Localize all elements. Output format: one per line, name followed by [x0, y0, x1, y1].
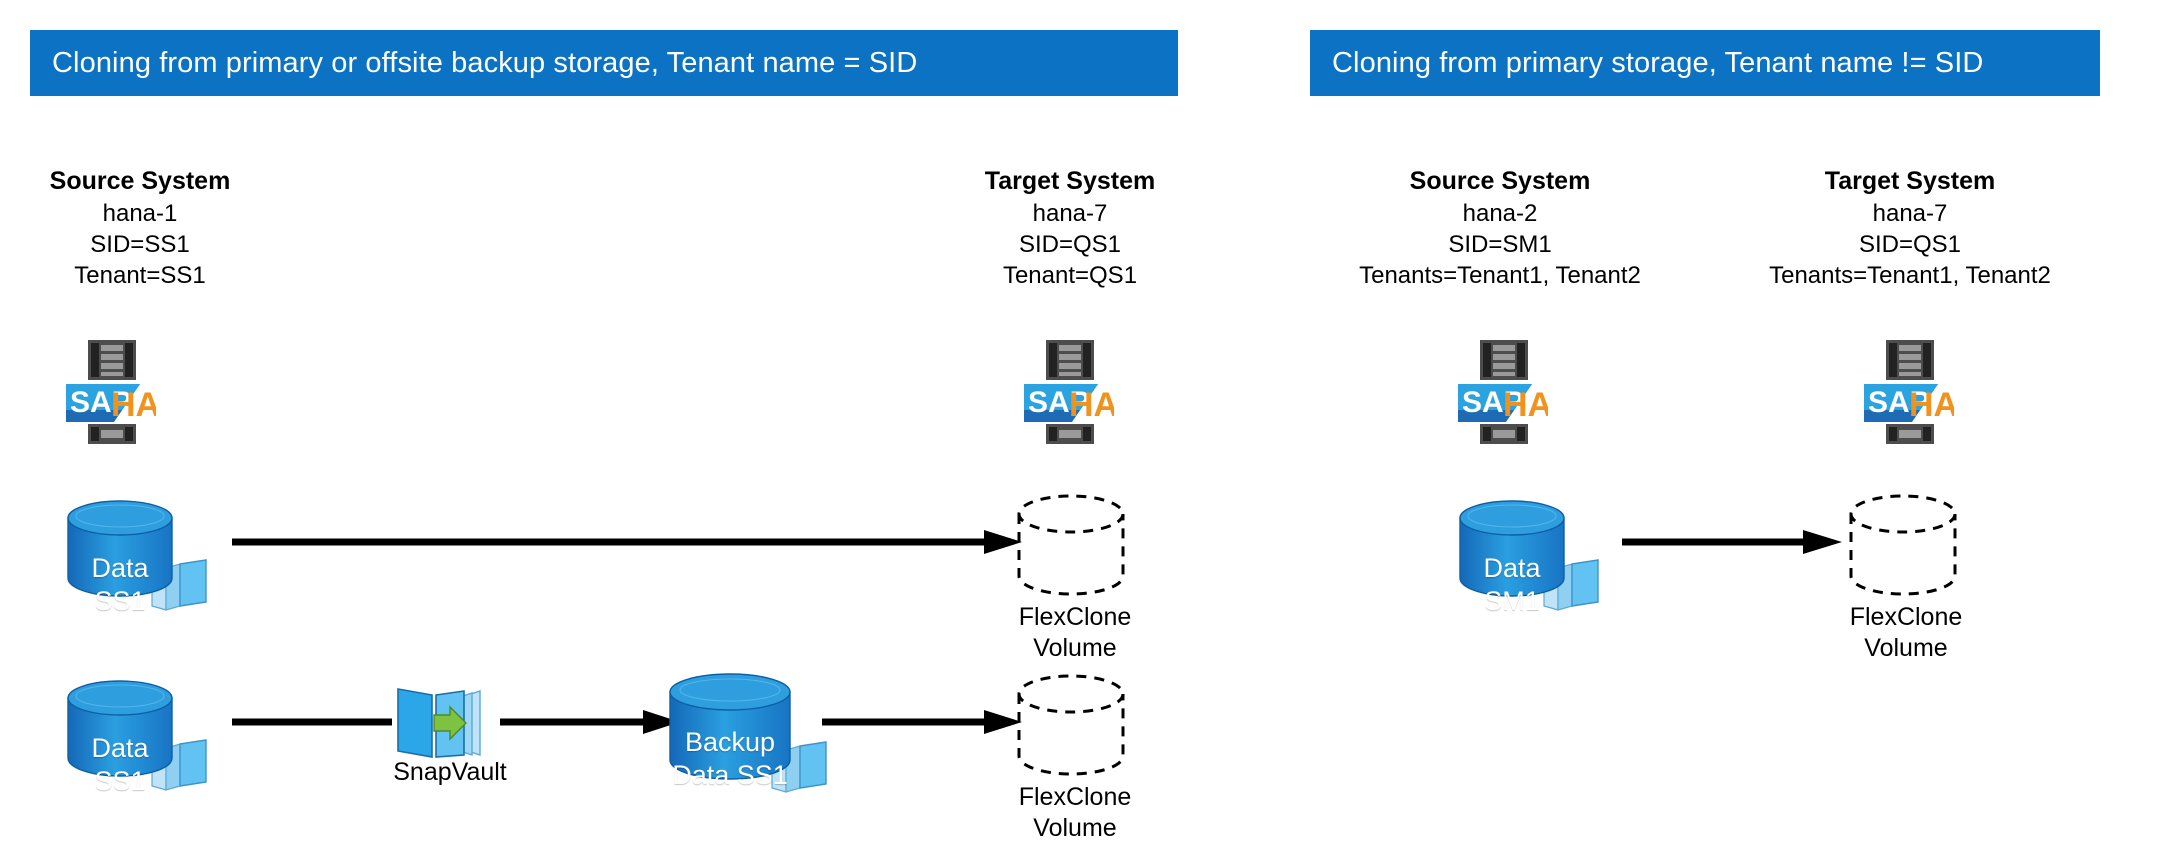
- sap-hana-server-icon: SAP HANA: [1022, 338, 1114, 446]
- snapvault-icon: [396, 685, 502, 766]
- sap-hana-server-icon: SAP HANA: [64, 338, 156, 446]
- svg-text:HANA: HANA: [1069, 386, 1114, 424]
- sap-hana-server-icon: SAP HANA: [1456, 338, 1548, 446]
- flexclone-volume-top-caption: FlexClone Volume: [1018, 603, 1132, 662]
- svg-text:HANA: HANA: [1909, 386, 1954, 424]
- svg-text:HANA: HANA: [111, 386, 156, 424]
- left-target-system-label: Target System hana-7 SID=QS1 Tenant=QS1: [930, 165, 1210, 291]
- right-target-system-label: Target System hana-7 SID=QS1 Tenants=Ten…: [1700, 165, 2120, 291]
- flexclone-volume-bottom: [1013, 672, 1135, 782]
- left-source-system-tenant: Tenant=SS1: [74, 261, 206, 289]
- panel-right-banner: Cloning from primary storage, Tenant nam…: [1310, 30, 2100, 96]
- flexclone-volume-sm1: [1845, 492, 1967, 602]
- clone-arrow-primary-bottom: [822, 708, 1022, 736]
- left-target-system-title: Target System: [984, 167, 1156, 195]
- left-target-system-sid: SID=QS1: [1018, 230, 1122, 258]
- clone-arrow-sm1: [1622, 528, 1842, 556]
- right-source-system-host: hana-2: [1462, 199, 1538, 227]
- replication-arrow-to-backup: [500, 708, 680, 736]
- clone-arrow-primary-top: [232, 528, 1022, 556]
- flexclone-volume-bottom-caption: FlexClone Volume: [1018, 783, 1132, 842]
- right-target-system-sid: SID=QS1: [1858, 230, 1962, 258]
- svg-text:HANA: HANA: [1503, 386, 1548, 424]
- svg-text:SAP: SAP: [1462, 386, 1524, 419]
- data-volume-sm1: Data SM1: [1458, 500, 1628, 616]
- replication-arrow-to-snapvault: [232, 708, 392, 736]
- left-source-system-sid: SID=SS1: [90, 230, 190, 258]
- svg-text:SAP: SAP: [1868, 386, 1930, 419]
- right-source-system-title: Source System: [1409, 167, 1591, 195]
- sap-hana-server-icon: SAP HANA: [1862, 338, 1954, 446]
- snapvault-label: SnapVault: [393, 758, 507, 786]
- svg-text:SAP: SAP: [70, 386, 132, 419]
- svg-text:SAP: SAP: [1028, 386, 1090, 419]
- right-source-system-label: Source System hana-2 SID=SM1 Tenants=Ten…: [1300, 165, 1700, 291]
- flexclone-volume-top: [1013, 492, 1135, 602]
- right-target-system-host: hana-7: [1872, 199, 1948, 227]
- flexclone-volume-sm1-caption: FlexClone Volume: [1849, 603, 1963, 662]
- left-source-system-label: Source System hana-1 SID=SS1 Tenant=SS1: [0, 165, 280, 291]
- right-source-system-tenant: Tenants=Tenant1, Tenant2: [1359, 261, 1641, 289]
- panel-left-banner: Cloning from primary or offsite backup s…: [30, 30, 1178, 96]
- left-source-system-host: hana-1: [102, 199, 178, 227]
- right-target-system-tenant: Tenants=Tenant1, Tenant2: [1769, 261, 2051, 289]
- left-target-system-tenant: Tenant=QS1: [1002, 261, 1138, 289]
- right-source-system-sid: SID=SM1: [1448, 230, 1552, 258]
- left-source-system-title: Source System: [49, 167, 231, 195]
- right-target-system-title: Target System: [1824, 167, 1996, 195]
- left-target-system-host: hana-7: [1032, 199, 1108, 227]
- panel-primary-or-offsite-backup: Cloning from primary or offsite backup s…: [0, 30, 1210, 842]
